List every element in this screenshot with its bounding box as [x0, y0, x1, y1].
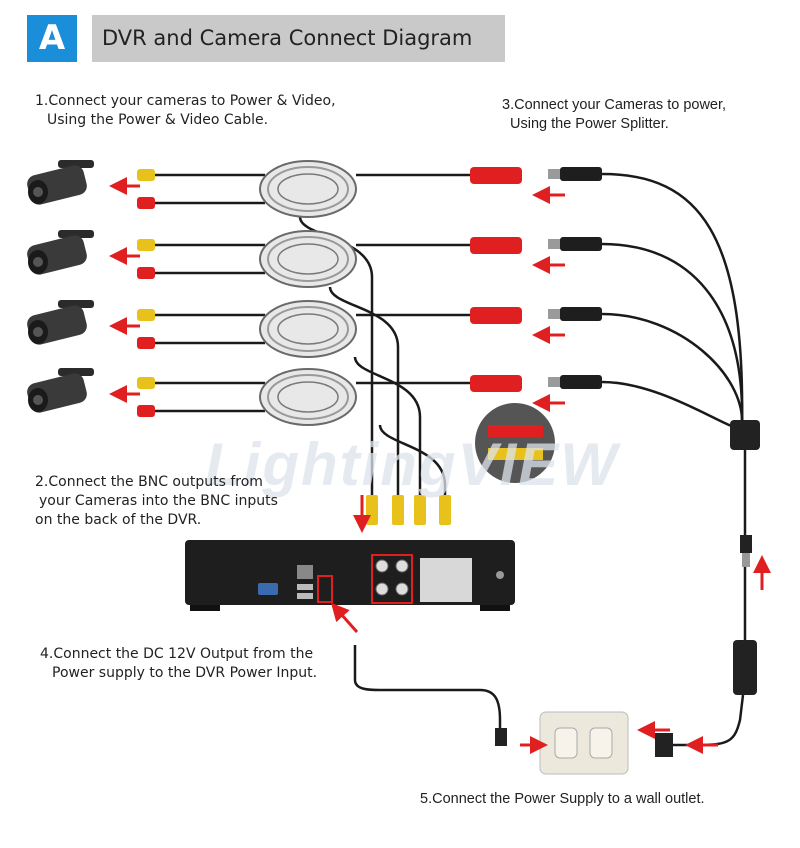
power-input-arrow	[331, 602, 359, 633]
bnc-plug-3	[137, 309, 155, 321]
splitter-plug-1	[560, 167, 602, 181]
camera-3-icon	[27, 300, 94, 345]
power-input-port	[317, 575, 333, 603]
usb-port-1	[297, 584, 313, 590]
ac-plug	[655, 733, 673, 757]
power-adapter-brick	[733, 640, 757, 695]
header-badge: A	[27, 15, 77, 62]
power-connector-4	[470, 375, 522, 392]
bnc-plug-1	[137, 169, 155, 181]
bnc-plug-2	[137, 239, 155, 251]
power-plug-4	[137, 405, 155, 417]
step-5-text: 5.Connect the Power Supply to a wall out…	[420, 791, 705, 807]
splitter-plug-2	[560, 237, 602, 251]
power-connector-1	[470, 167, 522, 184]
dvr-unit	[185, 540, 515, 611]
splitter-plug-4	[560, 375, 602, 389]
dc-plug	[495, 728, 507, 746]
wall-outlet	[539, 711, 629, 775]
step-1-text: 1.Connect your cameras to Power & Video,…	[35, 93, 336, 128]
power-connector-2	[470, 237, 522, 254]
ethernet-port	[297, 565, 313, 579]
usb-port-2	[297, 593, 313, 599]
diagram-title: DVR and Camera Connect Diagram	[92, 15, 505, 62]
red-arrows	[109, 177, 771, 754]
bnc-inputs	[371, 554, 413, 604]
step-4-text: 4.Connect the DC 12V Output from the Pow…	[40, 646, 318, 681]
bnc-to-dvr-4	[439, 495, 451, 525]
cable-coil-1	[259, 160, 357, 218]
splitter-input	[740, 535, 752, 553]
step-2-text: 2.Connect the BNC outputs from your Came…	[35, 474, 278, 528]
dvr-label-plate	[420, 558, 472, 602]
splitter-hub	[730, 420, 760, 450]
camera-4-icon	[27, 368, 94, 413]
bnc-to-dvr-1	[366, 495, 378, 525]
camera-1-icon	[27, 160, 94, 205]
power-connector-3	[470, 307, 522, 324]
bnc-to-dvr-3	[414, 495, 426, 525]
camera-2-icon	[27, 230, 94, 275]
cable-coil-2	[259, 230, 357, 288]
vga-port	[258, 583, 278, 595]
power-plug-2	[137, 267, 155, 279]
power-plug-3	[137, 337, 155, 349]
bnc-plug-4	[137, 377, 155, 389]
bnc-to-dvr-2	[392, 495, 404, 525]
connector-closeup	[475, 403, 555, 483]
splitter-plug-3	[560, 307, 602, 321]
cable-coil-3	[259, 300, 357, 358]
watermark: LightingVIEW	[205, 431, 619, 498]
cable-coil-4	[259, 368, 357, 426]
step-3-text: 3.Connect your Cameras to power, Using t…	[502, 97, 727, 132]
power-plug-1	[137, 197, 155, 209]
